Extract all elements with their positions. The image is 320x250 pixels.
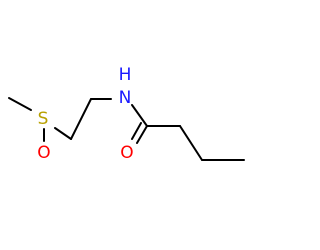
bond-ch2-ch2 [70, 98, 92, 140]
atom-nitrogen: N [119, 88, 132, 108]
bond-nitrogen-carbonyl-carbon [131, 104, 148, 127]
bond-sulfur-ch2 [54, 127, 72, 140]
atom-nitrogen-hydrogen: H [119, 65, 132, 85]
bond-methyl-sulfur [8, 97, 32, 111]
chemical-structure: S O N H O [8, 65, 245, 163]
atom-oxygen-carbonyl: O [120, 143, 133, 163]
atom-sulfur: S [38, 109, 49, 129]
bond-ch2-ch2-b [179, 125, 203, 161]
bond-carbonyl-double-2 [131, 122, 142, 140]
bond-carbonyl-double-1 [136, 125, 148, 144]
atom-oxygen-sulfoxide: O [37, 143, 50, 163]
